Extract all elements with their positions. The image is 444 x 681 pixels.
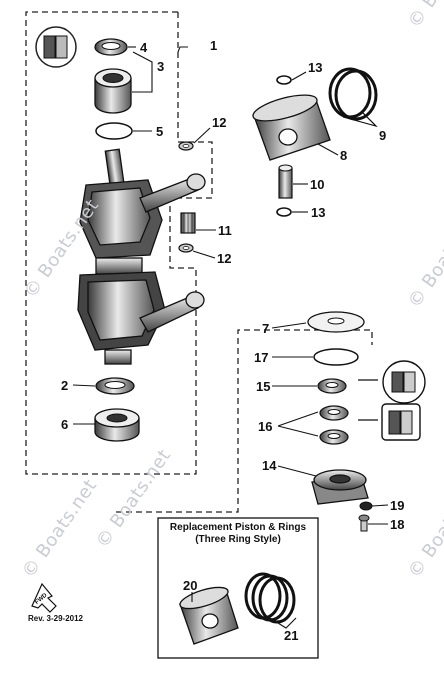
washer-part-12-upper bbox=[178, 141, 194, 151]
callout-21: 21 bbox=[284, 628, 298, 643]
callout-10: 10 bbox=[310, 177, 324, 192]
callout-9: 9 bbox=[379, 128, 386, 143]
o-ring-part-17 bbox=[313, 348, 359, 366]
callout-18: 18 bbox=[390, 517, 404, 532]
clip-part-13-upper bbox=[276, 75, 292, 85]
part-16-detail bbox=[358, 403, 421, 441]
callout-1: 1 bbox=[210, 38, 217, 53]
callout-6: 6 bbox=[61, 417, 68, 432]
seal-part-4 bbox=[94, 38, 128, 56]
bolt-part-18 bbox=[358, 514, 370, 532]
piston-rings-part-9 bbox=[328, 67, 378, 121]
callout-13-upper: 13 bbox=[308, 60, 322, 75]
housing-part-14 bbox=[311, 469, 369, 505]
inset-title: Replacement Piston & Rings bbox=[170, 522, 307, 533]
needle-bearing-part-11 bbox=[180, 212, 196, 234]
callout-12-upper: 12 bbox=[212, 115, 226, 130]
bearing-part-3 bbox=[94, 68, 132, 114]
callout-17: 17 bbox=[254, 350, 268, 365]
callout-20: 20 bbox=[183, 578, 197, 593]
seal-part-2 bbox=[95, 377, 135, 395]
replacement-piston-inset: Replacement Piston & Rings (Three Ring S… bbox=[157, 517, 319, 659]
callout-19: 19 bbox=[390, 498, 404, 513]
callout-labels: 4 1 3 5 12 11 12 13 13 10 8 9 7 17 15 16… bbox=[61, 38, 404, 643]
bearing-part-6 bbox=[94, 408, 140, 442]
part-15-detail bbox=[358, 360, 426, 404]
part-4-detail bbox=[35, 26, 77, 68]
callout-16: 16 bbox=[258, 419, 272, 434]
callout-14: 14 bbox=[262, 458, 277, 473]
piston-part-8 bbox=[252, 94, 331, 161]
seals-part-16 bbox=[319, 405, 349, 445]
washer-part-12-lower bbox=[178, 243, 194, 253]
seal-part-15 bbox=[317, 378, 347, 394]
callout-12-lower: 12 bbox=[217, 251, 231, 266]
callout-7: 7 bbox=[262, 321, 269, 336]
clip-part-13-lower bbox=[276, 207, 292, 217]
callout-11: 11 bbox=[218, 223, 232, 238]
piston-part-20 bbox=[179, 586, 239, 645]
callout-3: 3 bbox=[157, 59, 164, 74]
leader-lines bbox=[72, 46, 389, 525]
callout-5: 5 bbox=[156, 124, 163, 139]
callout-13-lower: 13 bbox=[311, 205, 325, 220]
callout-15: 15 bbox=[256, 379, 270, 394]
washer-part-19 bbox=[359, 501, 373, 511]
piston-pin-part-10 bbox=[278, 164, 293, 199]
callout-8: 8 bbox=[340, 148, 347, 163]
plate-part-7 bbox=[307, 311, 365, 333]
inset-subtitle: (Three Ring Style) bbox=[195, 534, 281, 545]
o-ring-part-5 bbox=[95, 122, 133, 140]
callout-2: 2 bbox=[61, 378, 68, 393]
callout-4: 4 bbox=[140, 40, 148, 55]
revision-date: Rev. 3-29-2012 bbox=[28, 614, 83, 623]
forward-arrow-icon: FWD bbox=[31, 582, 57, 613]
crankshaft bbox=[77, 148, 206, 365]
